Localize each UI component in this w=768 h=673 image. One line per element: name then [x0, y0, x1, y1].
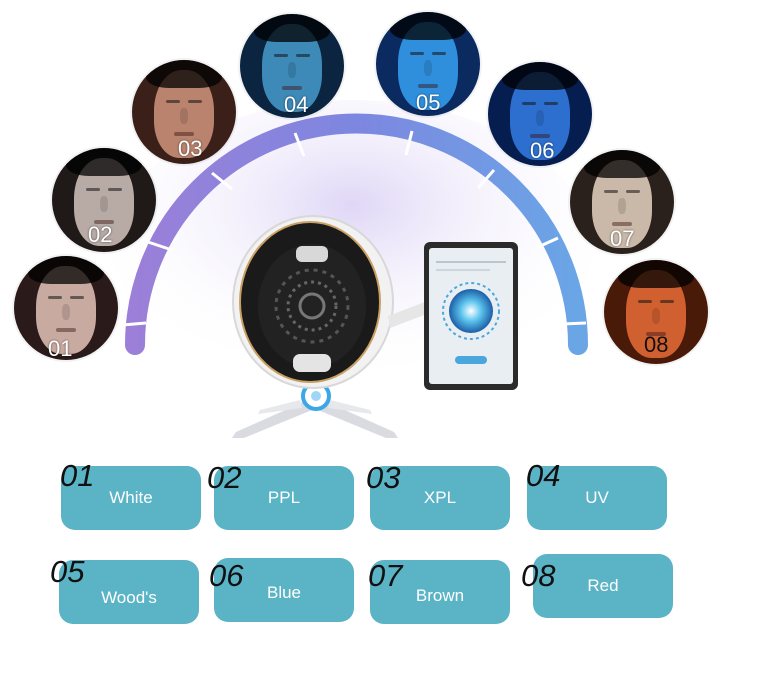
- mode-label: XPL: [423, 488, 457, 507]
- mode-button-xpl[interactable]: XPL: [370, 466, 510, 530]
- mode-number: 02: [207, 460, 242, 495]
- face-sample-08: 08: [604, 260, 708, 364]
- face-number: 05: [416, 90, 441, 115]
- mode-number: 01: [60, 458, 95, 493]
- face-sample-05: 05: [376, 12, 480, 116]
- mode-button-ppl[interactable]: PPL: [214, 466, 354, 530]
- face-sample-02: 02: [52, 148, 156, 252]
- face-sample-04: 04: [240, 14, 344, 118]
- mode-number: 06: [209, 558, 244, 593]
- face-hair: [618, 260, 694, 288]
- face-hair: [146, 60, 222, 88]
- face-number: 03: [178, 136, 203, 161]
- face-sample-01: 01: [14, 256, 118, 360]
- mode-label: Red: [587, 576, 619, 595]
- mode-button-red[interactable]: Red: [533, 554, 673, 618]
- face-sample-07: 07: [570, 150, 674, 254]
- face-hair: [502, 62, 578, 90]
- face-hair: [28, 256, 104, 284]
- face-number: 02: [88, 222, 113, 247]
- mode-label: White: [109, 488, 153, 507]
- mode-button-white[interactable]: White: [61, 466, 201, 530]
- mode-label: Brown: [415, 586, 465, 605]
- mode-label: PPL: [267, 488, 301, 507]
- face-number: 07: [610, 226, 635, 251]
- mode-button-blue[interactable]: Blue: [214, 558, 354, 622]
- face-number: 01: [48, 336, 73, 360]
- face-hair: [254, 14, 330, 42]
- arc-dividers: [121, 130, 587, 327]
- mode-button-uv[interactable]: UV: [527, 466, 667, 530]
- mode-label: UV: [585, 488, 609, 507]
- mode-number: 03: [366, 460, 401, 495]
- face-number: 06: [530, 138, 555, 163]
- face-sample-06: 06: [488, 62, 592, 166]
- face-number: 04: [284, 92, 309, 117]
- face-hair: [390, 12, 466, 40]
- tablet: [424, 242, 518, 390]
- mode-label: Blue: [266, 583, 302, 602]
- face-hair: [584, 150, 660, 178]
- mode-number: 05: [50, 554, 85, 589]
- face-hair: [66, 148, 142, 176]
- mode-number: 07: [368, 558, 403, 593]
- device-stand: [232, 381, 398, 438]
- mode-label: Wood's: [101, 588, 157, 607]
- mode-button-brown[interactable]: Brown: [370, 560, 510, 624]
- device-shell: [232, 215, 432, 389]
- mode-number: 08: [521, 558, 556, 593]
- face-number: 08: [644, 332, 669, 357]
- mode-number: 04: [526, 458, 561, 493]
- mode-button-woods[interactable]: Wood's: [59, 560, 199, 624]
- face-sample-03: 03: [132, 60, 236, 164]
